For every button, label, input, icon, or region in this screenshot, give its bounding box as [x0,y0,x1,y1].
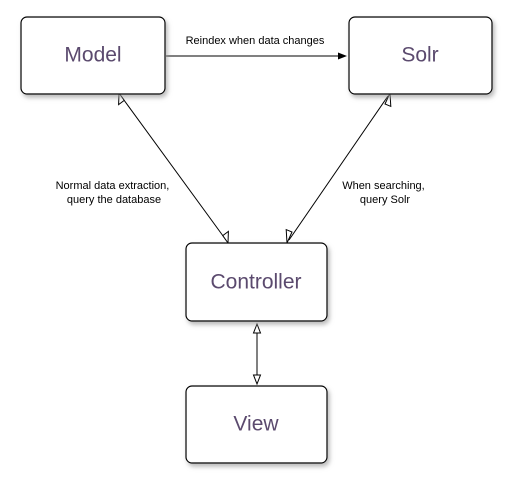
arrow-head-controller-from-view [252,322,262,334]
arrow-head-view [252,374,262,386]
edge-model-to-solr-label: Reindex when data changes [186,35,325,47]
edge-solr-to-controller-label: When searching, query Solr [342,180,428,206]
edge-solr-to-controller: When searching, query Solr [285,92,428,244]
node-view-label: View [233,413,279,436]
edge-label-line: When searching, [342,180,425,192]
arrow-head-controller-from-solr [285,228,293,244]
edge-model-to-controller-line [120,95,227,241]
node-model: Model [20,16,166,95]
node-controller: Controller [185,242,328,322]
edge-label-line: Reindex when data changes [186,35,325,47]
arrow-head-model [118,91,125,106]
node-model-label: Model [64,44,121,67]
node-model-box [20,16,166,95]
edge-model-to-controller-label: Normal data extraction, query the databa… [56,180,173,206]
edge-label-line: Normal data extraction, [56,180,170,192]
node-controller-box [185,242,328,322]
edge-solr-to-controller-line [288,95,389,241]
node-solr-box [348,16,493,95]
arrow-head-controller-from-model [222,230,229,245]
node-view: View [185,385,328,464]
edge-label-line: query Solr [360,194,410,206]
node-solr-label: Solr [401,44,438,67]
edge-label-line: query the database [67,194,161,206]
node-controller-label: Controller [210,271,301,294]
edge-model-to-controller: Normal data extraction, query the databa… [56,91,229,245]
arrow-head-solr-from-controller [384,92,392,108]
node-view-box [185,385,328,464]
arrow-head-solr [338,52,347,60]
node-solr: Solr [348,16,493,95]
edge-model-to-solr: Reindex when data changes [166,35,347,60]
edge-controller-to-view [252,322,262,386]
